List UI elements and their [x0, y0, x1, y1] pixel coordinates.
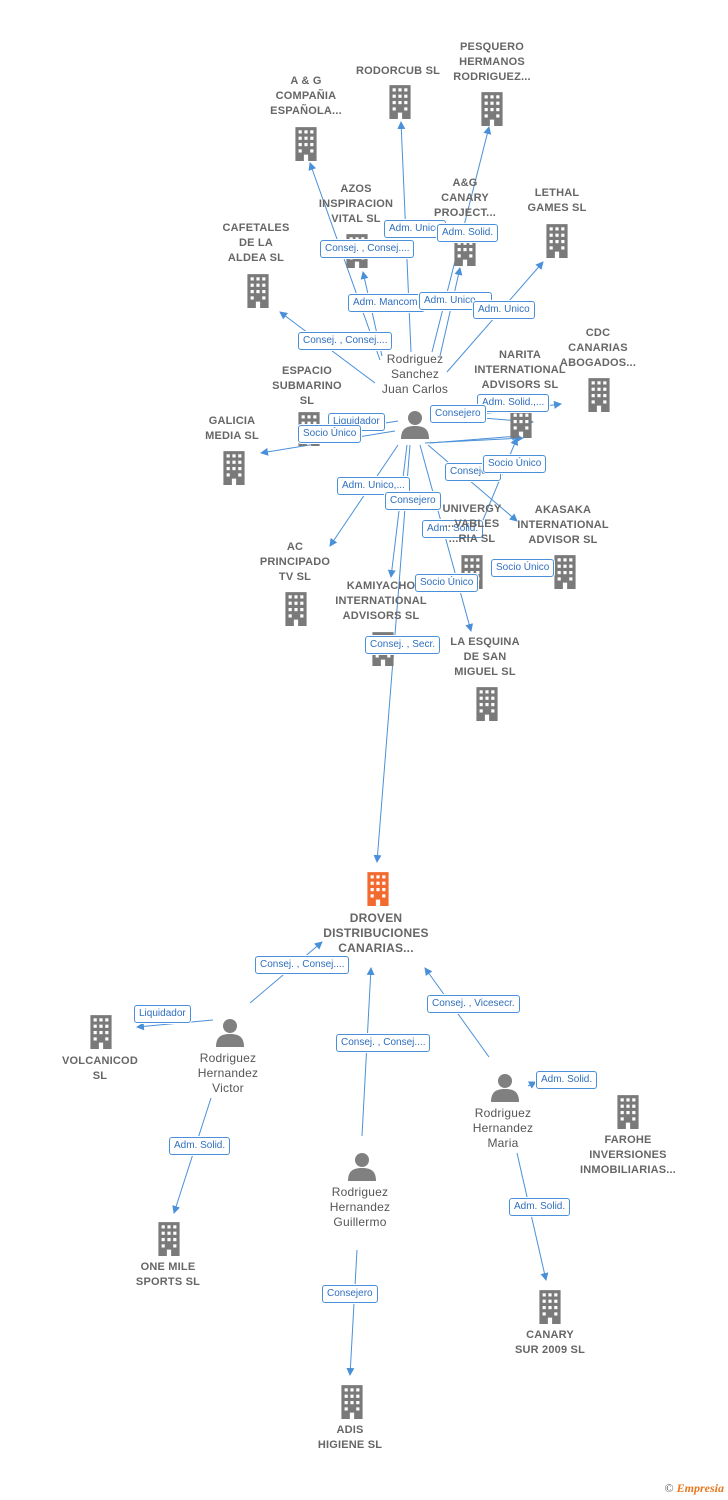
edge-role-label[interactable]: Consejero [385, 492, 441, 510]
edge-role-label[interactable]: Adm. Solid. [169, 1137, 231, 1155]
edge-maria-farohe [527, 1081, 537, 1089]
company-name[interactable]: ESPACIO SUBMARINO SL [272, 365, 342, 407]
company-building-icon[interactable] [247, 274, 269, 308]
company-name[interactable]: CAFETALES DE LA ALDEA SL [222, 222, 290, 264]
edge-juancarlos-kamiyacho [387, 444, 408, 578]
edge-juancarlos-ayg [308, 162, 381, 361]
edge-role-label[interactable]: Consej. , Consej.... [336, 1034, 431, 1052]
edge-victor-volcanicod [136, 1019, 214, 1031]
company-building-icon[interactable] [158, 1222, 180, 1256]
empresia-logo: Empresia [676, 1481, 724, 1495]
company-name[interactable]: AKASAKA INTERNATIONAL ADVISOR SL [517, 504, 609, 546]
company-building-icon[interactable] [539, 1290, 561, 1324]
company-building-icon[interactable] [588, 378, 610, 412]
edge-role-label[interactable]: Adm. Solid. [437, 224, 499, 242]
edge-role-label[interactable]: Socio Único [415, 574, 479, 592]
person-icon[interactable] [401, 411, 429, 439]
company-building-icon[interactable] [554, 555, 576, 589]
company-name[interactable]: KAMIYACHO INTERNATIONAL ADVISORS SL [335, 580, 427, 622]
person-name[interactable]: Rodriguez Hernandez Guillermo [329, 1185, 391, 1229]
company-name[interactable]: NARITA INTERNATIONAL ADVISORS SL [474, 349, 566, 391]
company-name[interactable]: A&G CANARY PROJECT... [434, 177, 496, 219]
edge-victor-onemile [172, 1097, 212, 1214]
edge-role-label[interactable]: Socio Único [483, 455, 547, 473]
company-building-icon[interactable] [546, 224, 568, 258]
edge-juancarlos-akasaka [424, 434, 524, 444]
person-icon[interactable] [491, 1074, 519, 1102]
company-name[interactable]: LETHAL GAMES SL [527, 187, 587, 214]
company-name[interactable]: ONE MILE SPORTS SL [135, 1261, 201, 1288]
edge-juancarlos-esquina [419, 444, 474, 632]
company-building-icon[interactable] [617, 1095, 639, 1129]
focus-company-name[interactable]: DROVEN DISTRIBUCIONES CANARIAS... [323, 911, 429, 955]
edge-role-label[interactable]: Consej. , Consej.... [255, 956, 350, 974]
person-name[interactable]: Rodriguez Hernandez Maria [472, 1106, 534, 1150]
edge-role-label[interactable]: Adm. Unico,... [337, 477, 410, 495]
edge-role-label[interactable]: Adm. Mancom. [348, 294, 426, 312]
person-name[interactable]: Rodriguez Sanchez Juan Carlos [381, 352, 449, 396]
company-name[interactable]: ADIS HIGIENE SL [317, 1424, 383, 1451]
edge-juancarlos-esquina [427, 444, 518, 522]
company-building-icon[interactable] [476, 687, 498, 721]
company-name[interactable]: RODORCUB SL [355, 65, 441, 77]
edge-role-label[interactable]: Adm. Solid.,... [477, 394, 550, 412]
company-building-icon[interactable] [223, 451, 245, 485]
company-building-icon[interactable] [389, 85, 411, 119]
edge-role-label[interactable]: Socio Único [298, 425, 362, 443]
edge-role-label[interactable]: Adm. Solid. [422, 520, 484, 538]
edge-role-label[interactable]: Consejero [322, 1285, 378, 1303]
company-building-icon[interactable] [481, 92, 503, 126]
edge-role-label[interactable]: Liquidador [134, 1005, 191, 1023]
edge-role-label[interactable]: Adm. Unico [384, 220, 446, 238]
company-building-icon[interactable] [341, 1385, 363, 1419]
focus-company-icon[interactable] [367, 872, 389, 906]
edge-role-label[interactable]: Adm. Unico [473, 301, 535, 319]
company-name[interactable]: A & G COMPAÑIA ESPAÑOLA... [270, 75, 342, 117]
company-name[interactable]: GALICIA MEDIA SL [205, 415, 259, 442]
edge-role-label[interactable]: Consej. , Consej.... [298, 332, 393, 350]
company-name[interactable]: UNIVERGY ...VABLES ...RIA SL [442, 503, 502, 545]
person-name[interactable]: Rodriguez Hernandez Victor [197, 1051, 259, 1095]
edge-role-label[interactable]: Consej. , Vicesecr. [427, 995, 520, 1013]
edge-role-label[interactable]: Consej. , Consej.... [320, 240, 415, 258]
edge-guillermo-adis [346, 1249, 358, 1376]
edge-role-label[interactable]: Consej. , Secr. [365, 636, 441, 654]
edge-role-label[interactable]: Adm. Solid. [509, 1198, 571, 1216]
empresia-credit[interactable]: © Empresia [665, 1481, 724, 1496]
company-name[interactable]: PESQUERO HERMANOS RODRIGUEZ... [453, 41, 531, 83]
company-name[interactable]: AZOS INSPIRACION VITAL SL [318, 183, 394, 225]
copyright-symbol: © [664, 1481, 674, 1495]
company-name[interactable]: CDC CANARIAS ABOGADOS... [559, 327, 637, 369]
company-name[interactable]: CANARY SUR 2009 SL [514, 1329, 586, 1356]
company-name[interactable]: LA ESQUINA DE SAN MIGUEL SL [450, 636, 520, 678]
company-building-icon[interactable] [90, 1015, 112, 1049]
edge-guillermo-droven [361, 967, 375, 1137]
person-icon[interactable] [216, 1019, 244, 1047]
company-name[interactable]: AC PRINCIPADO TV SL [259, 541, 331, 583]
edge-juancarlos-agcanary [439, 267, 463, 357]
edge-juancarlos-acprincipado [329, 444, 399, 547]
company-building-icon[interactable] [285, 592, 307, 626]
edge-role-label[interactable]: Consejero [430, 405, 486, 423]
edge-role-label[interactable]: Adm. Solid. [536, 1071, 598, 1089]
company-name[interactable]: FAROHE INVERSIONES INMOBILIARIAS... [579, 1134, 677, 1176]
company-name[interactable]: VOLCANICOD SL [62, 1055, 138, 1082]
company-building-icon[interactable] [295, 127, 317, 161]
edge-maria-canarysur [516, 1152, 549, 1281]
edge-role-label[interactable]: Socio Único [491, 559, 555, 577]
person-icon[interactable] [348, 1153, 376, 1181]
